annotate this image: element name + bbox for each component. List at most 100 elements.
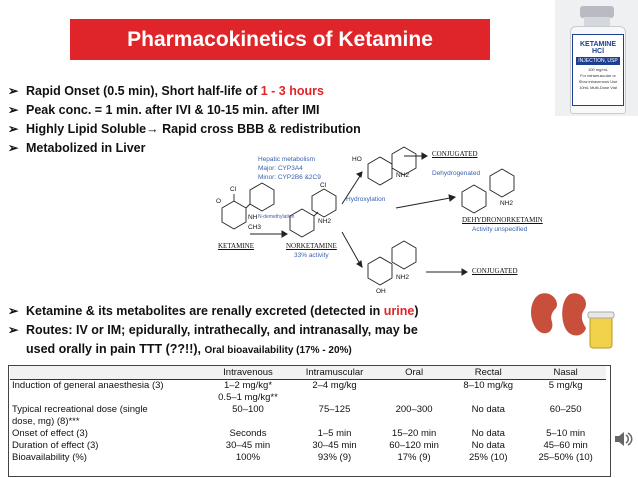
bullet-arrow-icon: ➢ bbox=[8, 323, 19, 337]
bullet-item: ➢ Ketamine & its metabolites are renally… bbox=[8, 302, 508, 321]
table-cell: 30–45 min bbox=[225, 440, 271, 451]
bullet-arrow-icon: ➢ bbox=[8, 84, 19, 98]
bullet-arrow-icon: ➢ bbox=[8, 304, 19, 318]
table-row: Duration of effect (3) 30–45 min 30–45 min… bbox=[10, 440, 606, 452]
norketamine-cyclohexanone-ring bbox=[289, 208, 315, 238]
table-cell: 60–120 min bbox=[389, 440, 439, 451]
table-cell: dose, mg) (8)*** bbox=[12, 416, 80, 427]
bullet-arrow-icon: ➢ bbox=[8, 141, 19, 155]
table-cell: 17% (9) bbox=[397, 452, 431, 463]
vial-band: INJECTION, USP bbox=[576, 57, 620, 65]
table-cell bbox=[204, 416, 292, 428]
atom-nh2: NH2 bbox=[396, 274, 410, 281]
ketamine-vial-image: KETAMINE HCl INJECTION, USP 100 mg/mL Fo… bbox=[555, 0, 638, 116]
table-cell: 93% (9) bbox=[317, 452, 352, 463]
table-cell bbox=[292, 392, 377, 404]
vial-line: 100 mg/mL bbox=[587, 67, 608, 72]
urine-cup-icon bbox=[589, 315, 613, 349]
table-cell bbox=[451, 392, 525, 404]
table-cell: 50–100 bbox=[232, 404, 264, 415]
table-cell: 100% bbox=[235, 452, 261, 463]
bullet-item: ➢ Peak conc. = 1 min. after IVI & 10-15 … bbox=[8, 101, 361, 120]
table-cell: No data bbox=[471, 440, 505, 451]
bullet-text: Rapid Onset (0.5 min), Short half-life o… bbox=[26, 84, 261, 98]
table-row: Induction of general anaesthesia (3) 1–2 … bbox=[10, 380, 606, 393]
kidney-urine-image bbox=[531, 293, 615, 349]
reaction-arrows bbox=[250, 152, 468, 276]
table-header-cell: Intravenous bbox=[204, 366, 292, 380]
table-cell: 75–125 bbox=[318, 404, 351, 415]
metabolism-diagram: Hepatic metabolism Major: CYP3A4 Minor: … bbox=[200, 146, 550, 298]
table-cell: 25% (10) bbox=[468, 452, 508, 463]
table-cell: Duration of effect (3) bbox=[12, 440, 99, 451]
atom-o: O bbox=[216, 198, 222, 205]
conjugated-top-label: CONJUGATED bbox=[432, 150, 478, 158]
table-cell: 1–2 mg/kg* bbox=[223, 380, 273, 391]
hepatic-title: Hepatic metabolism bbox=[258, 156, 316, 163]
hydroxy-cyclohexanone-ring bbox=[367, 156, 393, 186]
bullet-arrow-icon: ➢ bbox=[8, 122, 19, 136]
table-cell: 25–50% (10) bbox=[538, 452, 593, 463]
atom-cl: Cl bbox=[230, 186, 237, 193]
atom-ho: HO bbox=[352, 156, 362, 163]
hydroxylation-label: Hydroxylation bbox=[346, 196, 386, 203]
atom-nh2: NH2 bbox=[396, 172, 410, 179]
table-row: 0.5–1 mg/kg** bbox=[10, 392, 606, 404]
table-cell: 60–250 bbox=[549, 404, 582, 415]
kidney-icon bbox=[562, 293, 587, 336]
bioavailability-note: Oral bioavailability (17% - 20%) bbox=[204, 345, 352, 356]
vial-brand: KETAMINE HCl bbox=[579, 41, 617, 55]
table-cell: Typical recreational dose (single bbox=[12, 404, 148, 415]
table-header-cell bbox=[10, 366, 204, 380]
bullet-highlight: 1 - 3 hours bbox=[260, 84, 324, 98]
vial-line: Slow intravenous Use bbox=[578, 79, 618, 84]
dehydrogenated-label: Dehydrogenated bbox=[432, 170, 481, 177]
norketamine-label: NORKETAMINE bbox=[286, 242, 337, 250]
table-cell: Induction of general anaesthesia (3) bbox=[12, 380, 164, 391]
table-cell bbox=[377, 392, 451, 404]
dehydro-cyclohexanone-ring bbox=[461, 184, 487, 214]
table-cell: Seconds bbox=[229, 428, 267, 439]
ketamine-cyclohexanone-ring bbox=[221, 200, 247, 230]
table-row: Bioavailability (%)100%93% (9)17% (9)25%… bbox=[10, 452, 606, 464]
ndemethylation-label: N-demethylation bbox=[258, 214, 295, 220]
bullet-text: Routes: IV or IM; epidurally, intratheca… bbox=[26, 323, 418, 337]
table-cell bbox=[525, 416, 606, 428]
route-comparison-table: Intravenous Intramuscular Oral Rectal Na… bbox=[10, 366, 606, 464]
table-cell: 1–5 min bbox=[317, 428, 352, 439]
bullet-text: used orally in pain TTT (??!!), bbox=[26, 342, 205, 356]
bullet-item-continued: used orally in pain TTT (??!!), Oral bio… bbox=[8, 340, 508, 360]
atom-ch3: CH3 bbox=[248, 224, 262, 231]
vial-line: 10mL Multi-Dose Vial bbox=[579, 85, 617, 90]
bullet-text: ) bbox=[414, 304, 419, 318]
hepatic-minor: Minor: CYP2B6 &2C9 bbox=[258, 174, 321, 181]
table-header-row: Intravenous Intramuscular Oral Rectal Na… bbox=[10, 366, 606, 380]
table-cell: 45–60 min bbox=[543, 440, 588, 451]
bullet-item: ➢ Metabolized in Liver bbox=[8, 139, 361, 158]
table-header-cell: Intramuscular bbox=[291, 366, 378, 380]
atom-oh: OH bbox=[376, 288, 386, 295]
table-header-cell: Nasal bbox=[525, 366, 606, 380]
atom-nh2: NH2 bbox=[500, 200, 514, 207]
vial-cap bbox=[580, 6, 614, 18]
bullet-arrow-icon: ➢ bbox=[8, 103, 19, 117]
table-cell bbox=[451, 416, 525, 428]
table-header-cell: Oral bbox=[377, 366, 452, 380]
ketamine-phenyl-ring bbox=[249, 182, 275, 212]
hepatic-major: Major: CYP3A4 bbox=[258, 165, 303, 172]
atom-cl: Cl bbox=[320, 182, 327, 189]
table-cell bbox=[525, 392, 606, 404]
table-cell bbox=[10, 392, 204, 404]
table-cell: 30–45 min bbox=[312, 440, 357, 451]
kidney-icon bbox=[531, 293, 558, 334]
bullet-text: Highly Lipid Soluble→ Rapid cross BBB & … bbox=[26, 122, 361, 136]
atom-nh: NH bbox=[248, 214, 258, 221]
table-cell: 200–300 bbox=[395, 404, 433, 415]
table-cell: 5–10 min bbox=[546, 428, 586, 439]
table-header-cell: Rectal bbox=[451, 366, 526, 380]
speaker-icon[interactable] bbox=[612, 428, 634, 450]
table-cell: Onset of effect (3) bbox=[12, 428, 88, 439]
table-cell: No data bbox=[471, 404, 505, 415]
bullet-item: ➢ Rapid Onset (0.5 min), Short half-life… bbox=[8, 82, 361, 101]
hydroxy-phenyl-ring bbox=[391, 146, 417, 176]
